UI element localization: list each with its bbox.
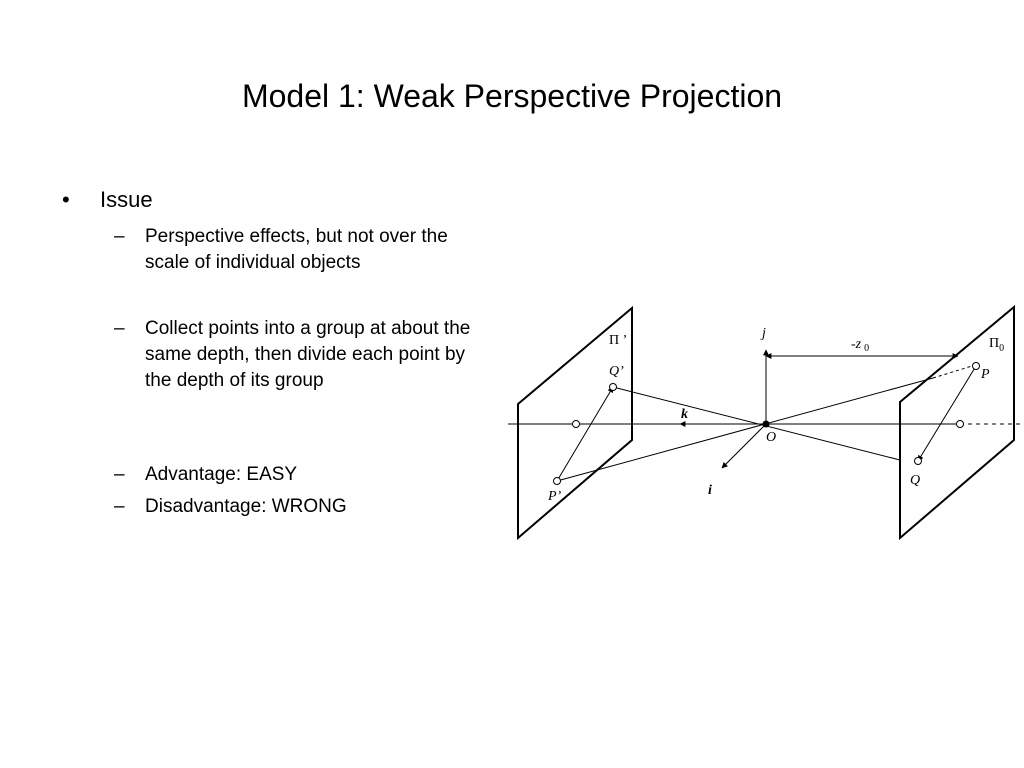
point-p-prime [553,477,561,485]
segment-p-q [917,365,977,462]
label-j: j [760,326,766,341]
sub-bullet-marker: – [114,464,125,485]
right-image-plane [899,304,1015,541]
i-axis [721,423,767,469]
bullet-list: • Issue – Perspective effects, but not o… [0,0,500,768]
label-p: P [980,367,990,382]
label-q-prime: Q’ [609,364,624,379]
label-pi-zero: Π0 [989,336,1004,354]
sub-bullet-collect-points: – Collect points into a group at about t… [114,316,494,394]
sub-bullet-advantage: – Advantage: EASY [114,462,494,488]
segment-pprime-qprime [556,386,614,482]
bullet-issue-label: Issue [100,187,153,212]
bullet-marker: • [62,187,70,212]
point-origin [762,420,770,428]
point-left-center [572,420,580,428]
sub-bullet-text: Advantage: EASY [145,464,298,485]
sub-bullet-text: Disadvantage: WRONG [145,496,347,517]
label-o: O [766,430,776,445]
point-p [972,362,980,370]
left-image-plane [517,305,633,541]
sub-bullet-marker: – [114,496,125,517]
slide-title: Model 1: Weak Perspective Projection [241,78,783,114]
label-pi-prime: Π ’ [609,333,627,348]
point-q-prime [609,383,617,391]
label-k: k [681,407,688,422]
sub-bullet-disadvantage: – Disadvantage: WRONG [114,494,494,520]
label-q: Q [910,473,920,488]
sub-bullet-text: Collect points into a group at about the… [145,318,471,391]
ray-p-dashed [932,365,973,379]
label-p-prime: P’ [547,489,562,504]
point-q [914,457,922,465]
sub-bullet-marker: – [114,226,125,247]
sub-bullet-text: Perspective effects, but not over the sc… [145,226,448,273]
sub-bullet-marker: – [114,318,125,339]
label-i: i [708,483,712,498]
ray-pprime-p [556,377,934,482]
point-right-center [956,420,964,428]
sub-bullet-perspective-effects: – Perspective effects, but not over the … [114,224,494,276]
